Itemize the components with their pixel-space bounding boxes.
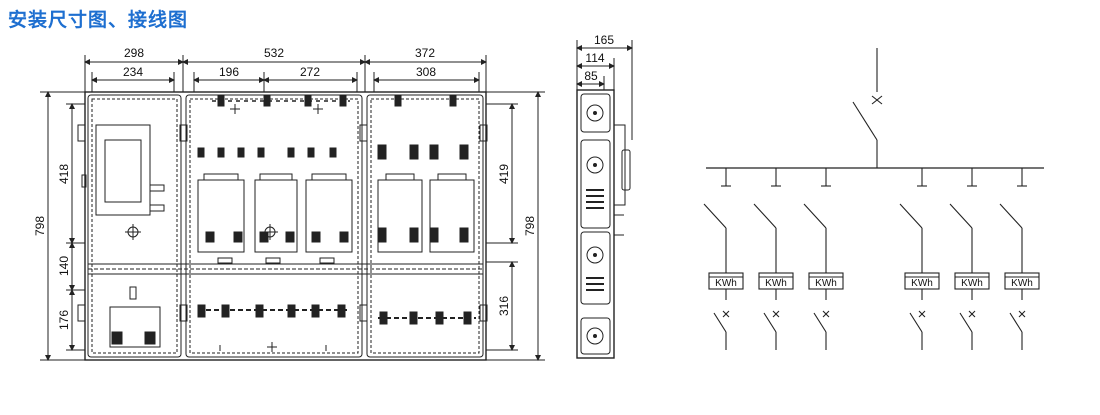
wiring-diagram	[706, 48, 1044, 169]
dim-sub-mid-left: 196	[219, 65, 239, 79]
side-view	[576, 40, 633, 359]
branch-circuit: KWh	[803, 168, 844, 350]
side-dim-body: 114	[585, 51, 604, 65]
dim-sub-mid-right: 272	[300, 65, 320, 79]
side-dim-depth: 165	[594, 33, 614, 47]
branch-circuit: KWh	[899, 168, 940, 350]
dim-sub-left: 234	[123, 65, 143, 79]
dim-height-upper: 418	[57, 164, 71, 184]
branch-circuit: KWh	[949, 168, 990, 350]
wiring-branches: KWh KWh KWh KWh KWh KWh	[703, 168, 1040, 350]
dim-height-right: 798	[523, 216, 537, 236]
dim-width-left: 298	[124, 46, 144, 60]
kwh-meter-label: KWh	[815, 278, 837, 289]
branch-circuit: KWh	[753, 168, 794, 350]
kwh-meter-label: KWh	[765, 278, 787, 289]
dim-right-upper: 419	[497, 164, 511, 184]
page-title: 安装尺寸图、接线图	[8, 10, 189, 31]
dim-height-rail: 140	[57, 256, 71, 276]
kwh-meter-label: KWh	[961, 278, 983, 289]
dim-width-middle: 532	[264, 46, 284, 60]
branch-circuit: KWh	[999, 168, 1040, 350]
kwh-meter-label: KWh	[1011, 278, 1033, 289]
dim-height-lower: 176	[57, 310, 71, 330]
kwh-meter-label: KWh	[911, 278, 933, 289]
branch-circuit: KWh	[703, 168, 744, 350]
dim-right-lower: 316	[497, 296, 511, 316]
dim-height-left: 798	[33, 216, 47, 236]
kwh-meter-label: KWh	[715, 278, 737, 289]
dim-sub-right: 308	[416, 65, 436, 79]
side-dim-inner: 85	[584, 69, 598, 83]
dim-width-right: 372	[415, 46, 435, 60]
front-view	[40, 55, 545, 361]
